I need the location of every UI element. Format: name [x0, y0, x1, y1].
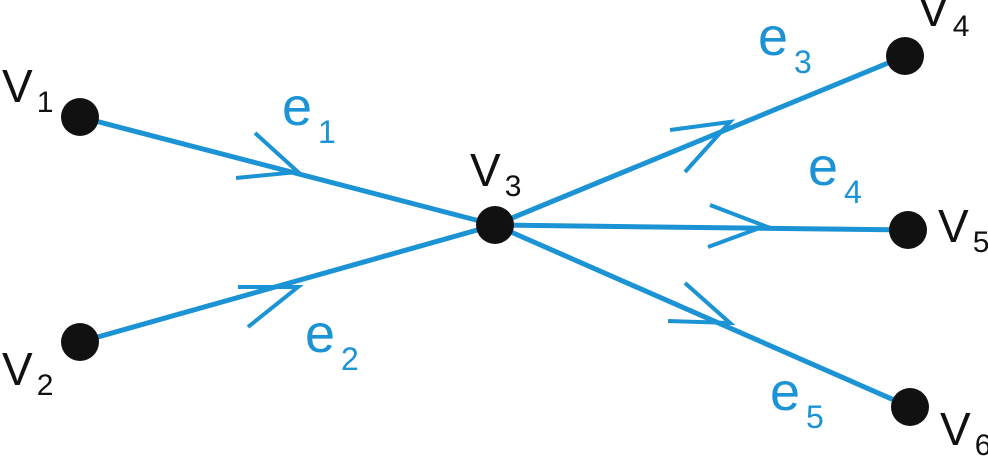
vertex-v5: [889, 211, 927, 249]
edge-label-e2-sub: 2: [341, 341, 359, 377]
vertex-v3: [476, 206, 514, 244]
arrowhead-e1: [235, 131, 303, 180]
edge-e1: [79, 114, 496, 228]
edge-label-e4-sub: 4: [844, 174, 862, 210]
edges: [79, 53, 912, 410]
edge-e4: [494, 222, 909, 233]
vertex-label-v3-base: V: [470, 144, 501, 196]
vertex-label-v3-sub: 3: [505, 170, 522, 203]
edge-label-e2-base: e: [305, 304, 335, 364]
edge-e2: [79, 222, 496, 345]
edge-label-e3-sub: 3: [794, 44, 812, 80]
edge-label-e1-sub: 1: [318, 114, 336, 150]
arrowhead-e2: [238, 285, 304, 329]
vertex-label-v6-sub: 6: [975, 429, 988, 462]
edge-e5: [493, 222, 912, 410]
vertex-label-v1-sub: 1: [37, 86, 54, 119]
vertex-label-v5-sub: 5: [973, 226, 988, 259]
edge-label-e3-base: e: [758, 7, 788, 67]
arrowheads: [235, 119, 771, 329]
arrowhead-e4: [707, 203, 771, 249]
vertex-label-v6-base: V: [940, 403, 971, 455]
edge-label-e4-base: e: [808, 137, 838, 197]
vertex-v4: [886, 37, 924, 75]
vertex-label-v4-base: V: [918, 0, 949, 36]
vertex-label-v2-sub: 2: [37, 369, 54, 402]
vertex-label-v4-sub: 4: [953, 10, 970, 43]
arrowhead-e5: [667, 281, 736, 326]
edge-label-e5-base: e: [770, 362, 800, 422]
edge-label-e5-sub: 5: [806, 399, 824, 435]
edge-label-e1-base: e: [282, 77, 312, 137]
edge-e3: [494, 53, 906, 228]
vertex-v6: [891, 388, 929, 426]
vertex-label-v2-base: V: [2, 343, 33, 395]
arrowhead-e3: [669, 119, 736, 174]
vertex-v2: [61, 323, 99, 361]
vertices: [61, 37, 929, 426]
vertex-v1: [61, 98, 99, 136]
vertex-label-v5-base: V: [938, 200, 969, 252]
vertex-label-v1-base: V: [2, 60, 33, 112]
